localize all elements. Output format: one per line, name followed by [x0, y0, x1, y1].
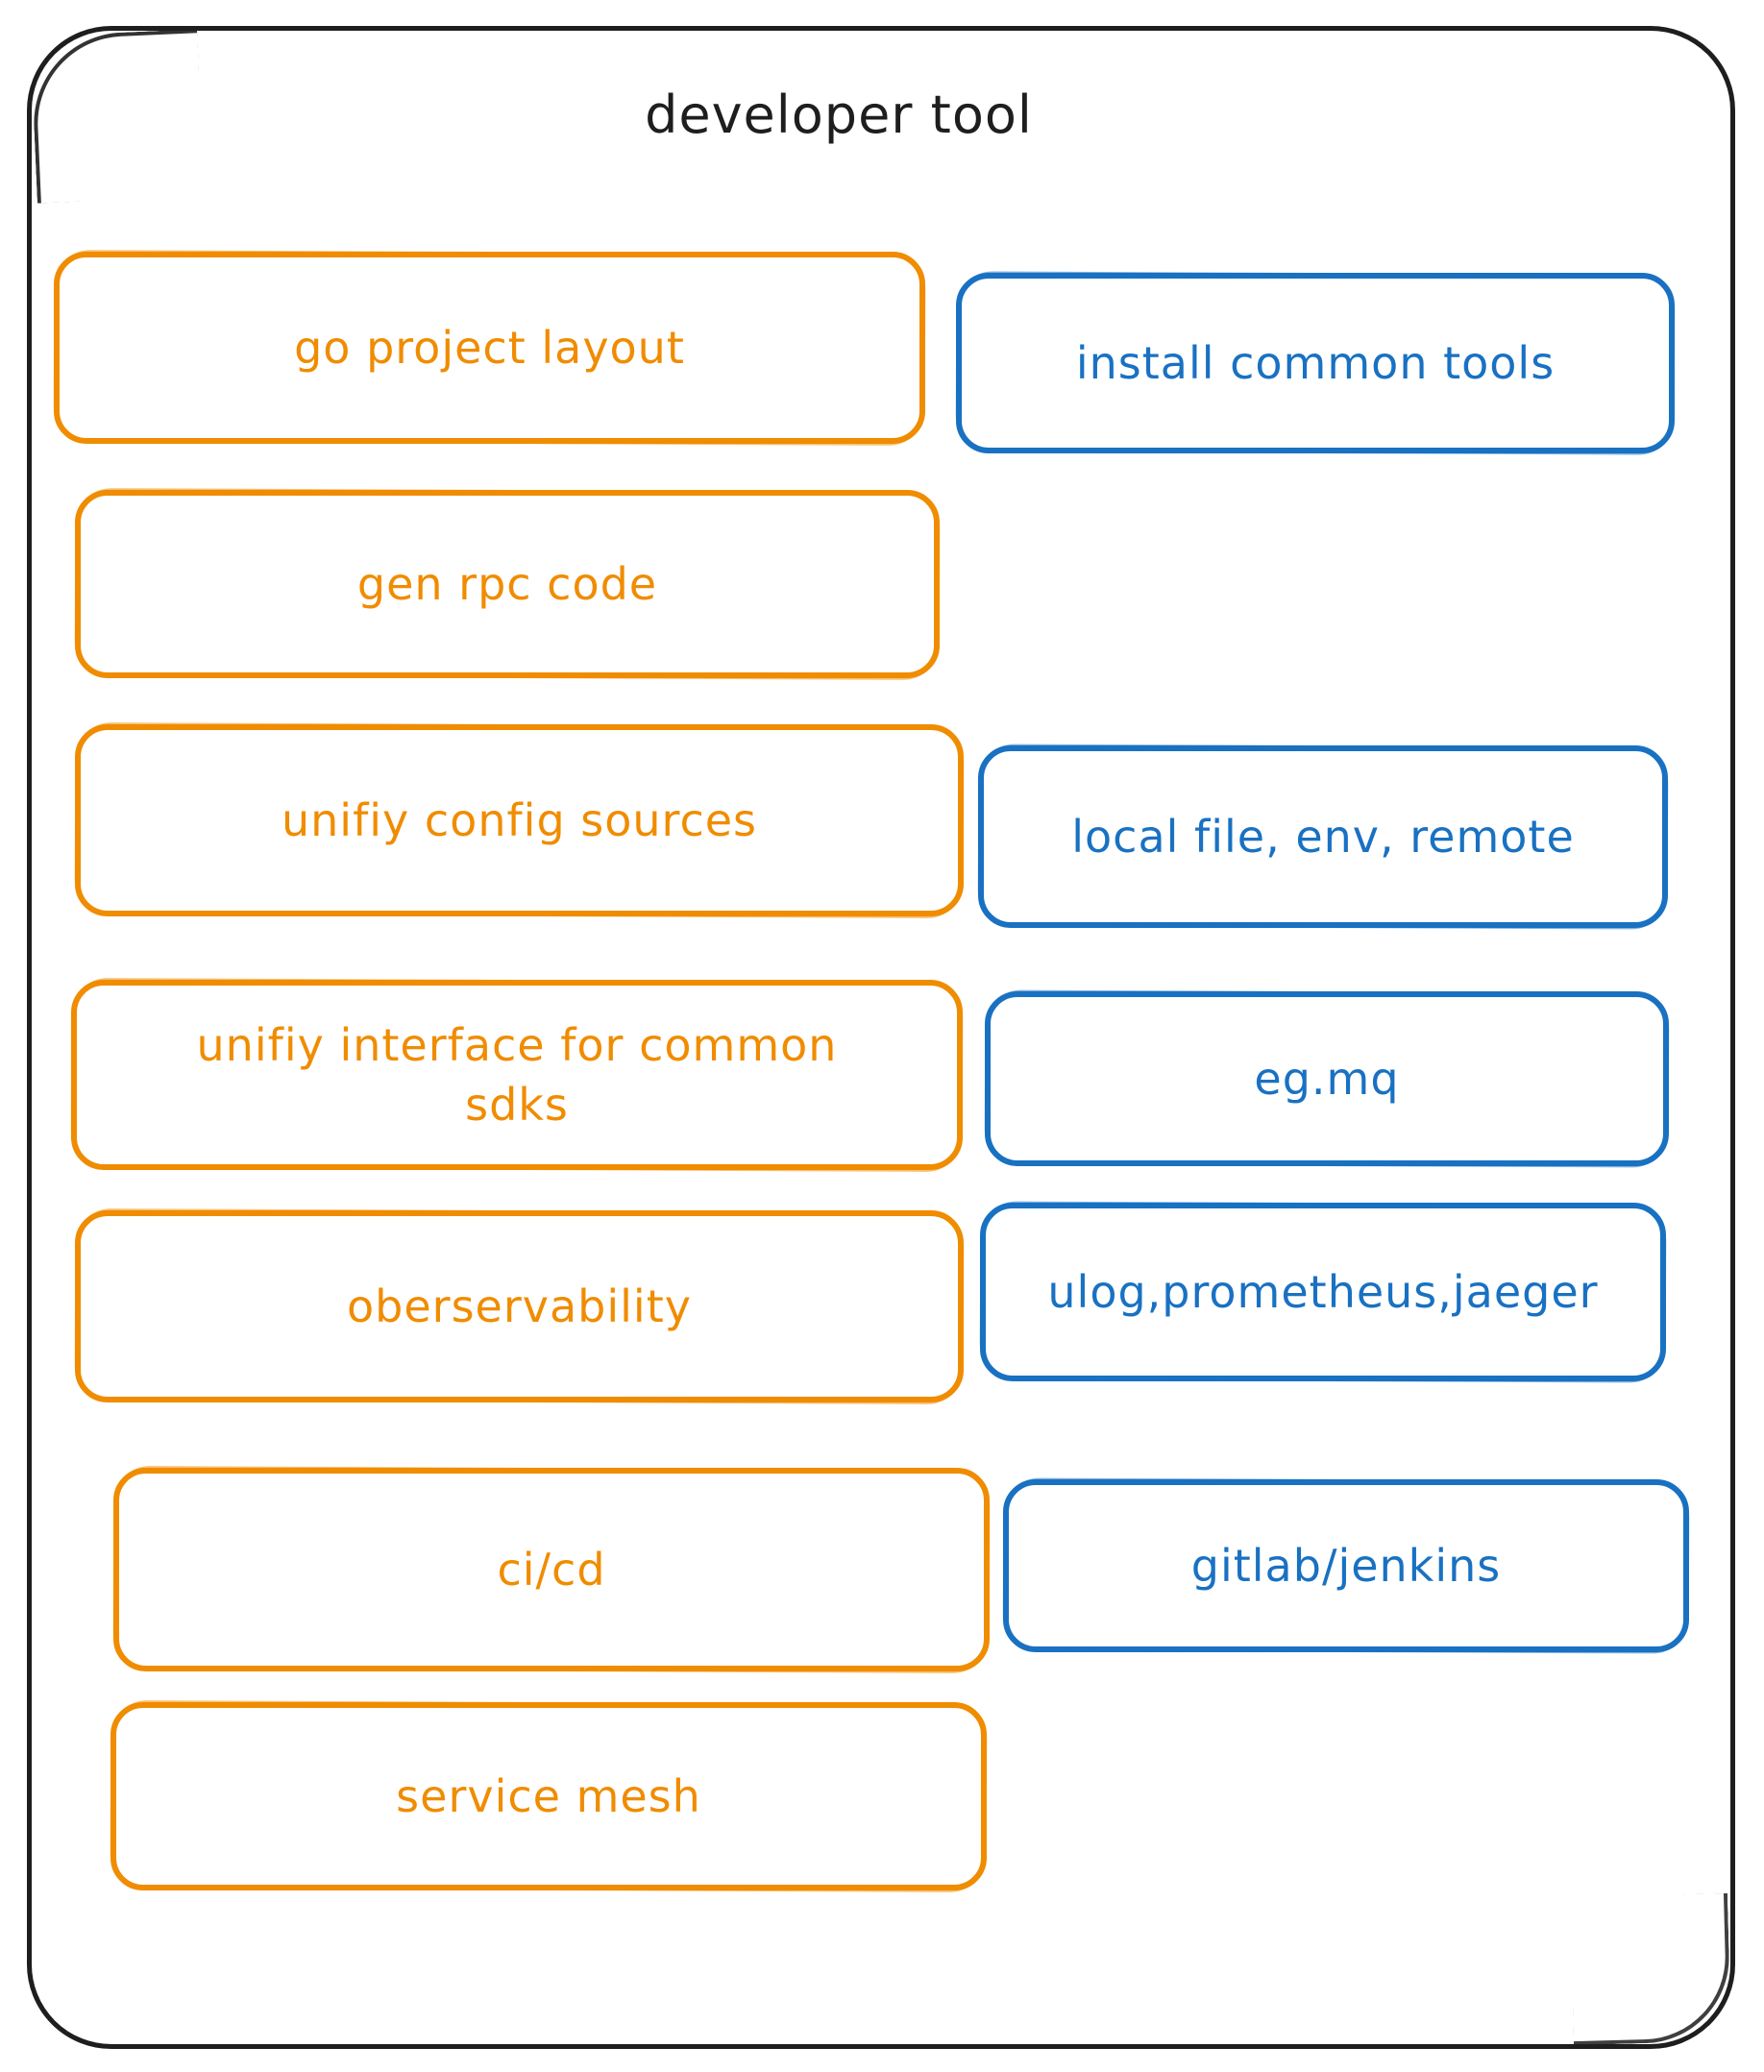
box-gitlab-jenkins: gitlab/jenkins: [1003, 1479, 1689, 1652]
box-go-project-layout: go project layout: [54, 252, 925, 444]
box-local-file-env-remote-label: local file, env, remote: [1071, 810, 1575, 863]
box-gen-rpc-code: gen rpc code: [75, 490, 940, 678]
box-install-common-tools-label: install common tools: [1075, 336, 1556, 389]
box-ulog-prometheus-jaeger: ulog,prometheus,jaeger: [980, 1203, 1666, 1381]
box-unifiy-interface-common-sdks-label: unifiy interface for common sdks: [196, 1018, 838, 1131]
box-gitlab-jenkins-label: gitlab/jenkins: [1190, 1539, 1502, 1592]
diagram-title: developer tool: [645, 85, 1033, 145]
box-ci-cd: ci/cd: [113, 1468, 990, 1671]
box-gen-rpc-code-label: gen rpc code: [356, 557, 658, 610]
box-unifiy-config-sources: unifiy config sources: [75, 724, 964, 916]
box-install-common-tools: install common tools: [956, 273, 1675, 453]
box-eg-mq: eg.mq: [985, 991, 1669, 1166]
box-go-project-layout-label: go project layout: [294, 321, 685, 374]
box-unifiy-config-sources-label: unifiy config sources: [281, 793, 757, 846]
box-service-mesh: service mesh: [110, 1702, 987, 1890]
developer-tool-frame: [27, 26, 1735, 2049]
box-local-file-env-remote: local file, env, remote: [978, 745, 1668, 928]
box-oberservability-label: oberservability: [347, 1280, 692, 1332]
box-service-mesh-label: service mesh: [396, 1769, 701, 1822]
box-oberservability: oberservability: [75, 1210, 964, 1402]
box-eg-mq-label: eg.mq: [1254, 1052, 1400, 1105]
box-ulog-prometheus-jaeger-label: ulog,prometheus,jaeger: [1047, 1265, 1599, 1318]
box-unifiy-interface-common-sdks: unifiy interface for common sdks: [71, 980, 963, 1170]
box-ci-cd-label: ci/cd: [497, 1543, 606, 1596]
